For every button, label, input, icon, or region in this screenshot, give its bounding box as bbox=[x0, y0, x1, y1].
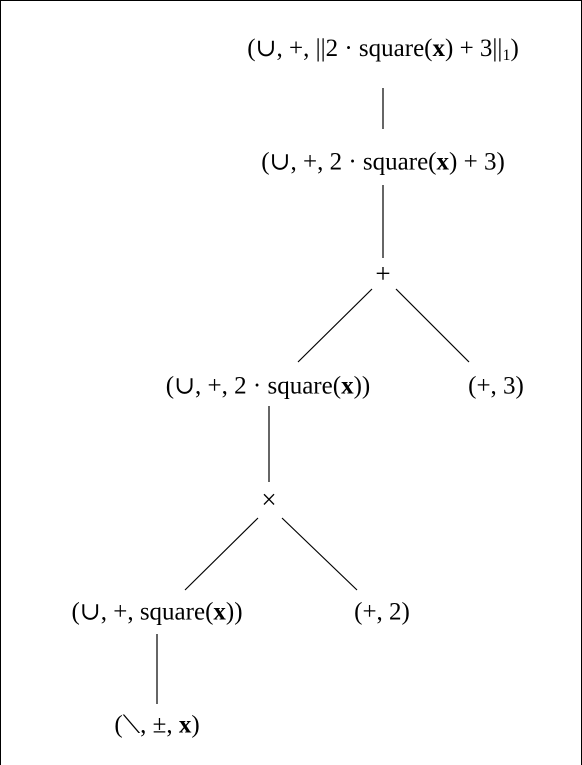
edge-times-n7 bbox=[281, 517, 358, 591]
node-square: (∪, +, square(x)) bbox=[71, 598, 243, 626]
node-leaf-x: (⟍, ±, x) bbox=[114, 711, 200, 739]
node-constant-2: (+, 2) bbox=[354, 598, 410, 626]
edge-plus-n4 bbox=[395, 288, 470, 363]
node-constant-3: (+, 3) bbox=[468, 372, 524, 400]
node-times-operator: × bbox=[261, 484, 277, 515]
node-sum-expression: (∪, +, 2 · square(x) + 3) bbox=[261, 148, 505, 176]
edge-plus-n3 bbox=[297, 288, 373, 363]
node-plus-operator: + bbox=[375, 258, 391, 289]
edge-times-n6 bbox=[184, 517, 259, 591]
node-root-norm: (∪, +, ||2 · square(x) + 3||1) bbox=[247, 35, 519, 64]
node-scaled-square: (∪, +, 2 · square(x)) bbox=[165, 372, 371, 400]
